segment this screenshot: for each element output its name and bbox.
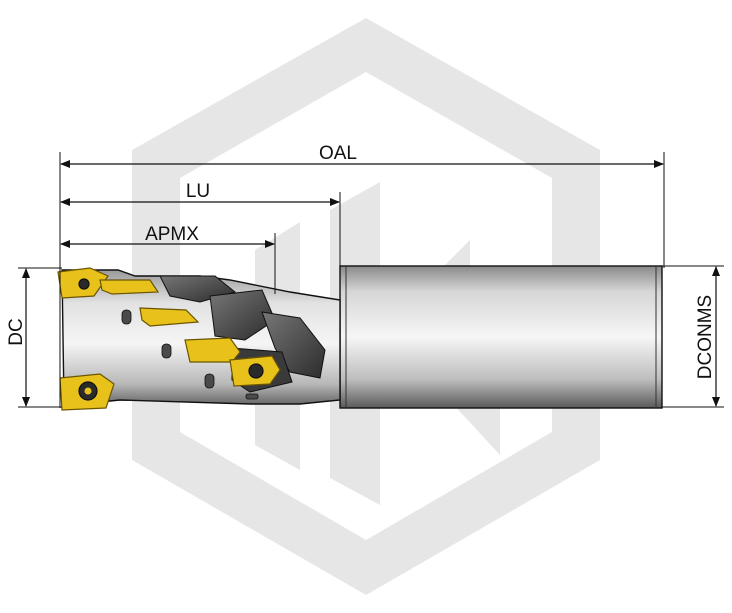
coolant-hole-2 bbox=[161, 343, 172, 359]
lu-label: LU bbox=[186, 181, 210, 202]
extension-lines bbox=[18, 152, 724, 408]
insert-screw-icon bbox=[248, 363, 264, 379]
insert-screw-icon bbox=[78, 278, 90, 290]
dconms-label: DCONMS bbox=[695, 295, 716, 379]
coolant-hole-3 bbox=[204, 373, 215, 389]
insert-top-2 bbox=[99, 279, 160, 295]
apmx-label: APMX bbox=[145, 224, 199, 245]
cutting-inserts bbox=[57, 267, 281, 411]
chip-flute-3 bbox=[261, 311, 326, 379]
tool-shank bbox=[339, 265, 663, 409]
insert-mid-1 bbox=[139, 307, 200, 327]
chip-flute-2 bbox=[209, 289, 276, 341]
dimension-arrows bbox=[22, 160, 720, 407]
coolant-hole-4 bbox=[245, 393, 259, 400]
insert-mid-2 bbox=[184, 337, 241, 363]
dc-label: DC bbox=[6, 318, 27, 345]
oal-label: OAL bbox=[319, 143, 357, 164]
coolant-hole-1 bbox=[121, 309, 132, 325]
